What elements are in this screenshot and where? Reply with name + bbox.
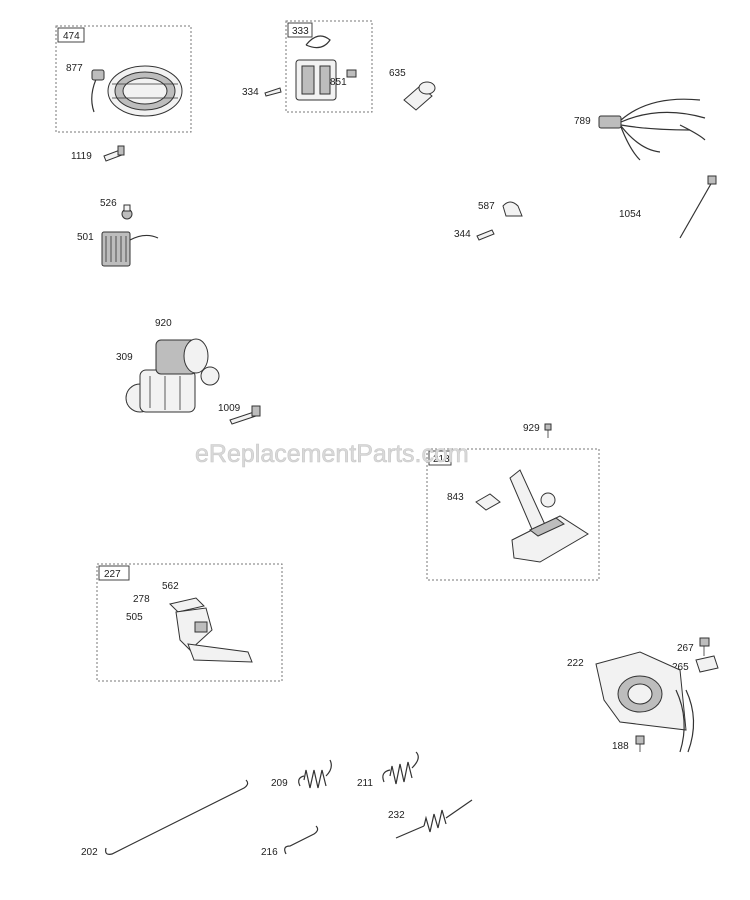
part-number-526[interactable]: 526 [100, 198, 117, 209]
part-number-587[interactable]: 587 [478, 201, 495, 212]
stator-part[interactable] [91, 65, 183, 117]
screw-267[interactable] [699, 637, 710, 656]
screw-1119[interactable] [103, 145, 125, 162]
group-box-474 [55, 25, 192, 133]
group-box-213 [426, 448, 600, 581]
part-number-267[interactable]: 267 [677, 643, 694, 654]
control-lever-227[interactable] [169, 597, 253, 663]
control-bracket-213[interactable] [475, 469, 589, 563]
part-number-501[interactable]: 501 [77, 232, 94, 243]
part-number-843[interactable]: 843 [447, 492, 464, 503]
group-box-333 [285, 20, 373, 113]
group-label-227: 227 [104, 569, 121, 580]
screw-188[interactable] [635, 735, 645, 752]
link-rod-202[interactable] [105, 779, 249, 855]
screw-334[interactable] [264, 87, 282, 97]
bolt-1009[interactable] [229, 405, 261, 425]
group-tag-213 [428, 450, 452, 466]
part-number-920[interactable]: 920 [155, 318, 172, 329]
part-number-216[interactable]: 216 [261, 847, 278, 858]
part-number-309[interactable]: 309 [116, 352, 133, 363]
part-number-635[interactable]: 635 [389, 68, 406, 79]
wire-harness-789[interactable] [598, 98, 706, 161]
bracket-265[interactable] [695, 655, 719, 673]
link-216[interactable] [284, 825, 319, 855]
part-number-877[interactable]: 877 [66, 63, 83, 74]
group-label-474: 474 [63, 31, 80, 42]
part-number-334[interactable]: 334 [242, 87, 259, 98]
screw-929[interactable] [544, 423, 552, 438]
part-number-188[interactable]: 188 [612, 741, 629, 752]
part-number-202[interactable]: 202 [81, 847, 98, 858]
part-number-211[interactable]: 211 [357, 778, 373, 789]
screw-526[interactable] [121, 204, 133, 220]
screw-344[interactable] [476, 229, 495, 241]
part-number-265[interactable]: 265 [672, 662, 689, 673]
part-number-222[interactable]: 222 [567, 658, 584, 669]
part-number-789[interactable]: 789 [574, 116, 591, 127]
starter-motor[interactable] [125, 338, 220, 413]
watermark: eReplacementParts.com [195, 440, 469, 468]
part-number-232[interactable]: 232 [388, 810, 405, 821]
part-number-1119[interactable]: 1119 [71, 151, 92, 162]
part-number-278[interactable]: 278 [133, 594, 150, 605]
part-number-505[interactable]: 505 [126, 612, 143, 623]
group-tag-333 [287, 22, 313, 38]
ignition-armature[interactable] [295, 35, 337, 101]
group-label-213: 213 [433, 454, 450, 465]
clamp-587[interactable] [502, 201, 523, 217]
spring-211[interactable] [382, 751, 419, 785]
rectifier-501[interactable] [101, 231, 159, 267]
part-number-851[interactable]: 851 [330, 77, 347, 88]
cable-tie-1054[interactable] [679, 175, 717, 239]
spark-plug-boot-635[interactable] [403, 81, 436, 111]
part-number-562[interactable]: 562 [162, 581, 179, 592]
part-number-344[interactable]: 344 [454, 229, 471, 240]
group-box-227 [96, 563, 283, 682]
group-tag-474 [57, 27, 85, 43]
spring-232[interactable] [395, 799, 473, 839]
part-number-1054[interactable]: 1054 [619, 209, 642, 220]
spring-209[interactable] [298, 759, 332, 789]
part-number-929[interactable]: 929 [523, 423, 540, 434]
group-label-333: 333 [292, 26, 309, 37]
governor-plate-222[interactable] [595, 651, 695, 753]
group-tag-227 [98, 565, 130, 581]
part-number-209[interactable]: 209 [271, 778, 288, 789]
part-number-1009[interactable]: 1009 [218, 403, 241, 414]
clip-851[interactable] [346, 69, 357, 78]
